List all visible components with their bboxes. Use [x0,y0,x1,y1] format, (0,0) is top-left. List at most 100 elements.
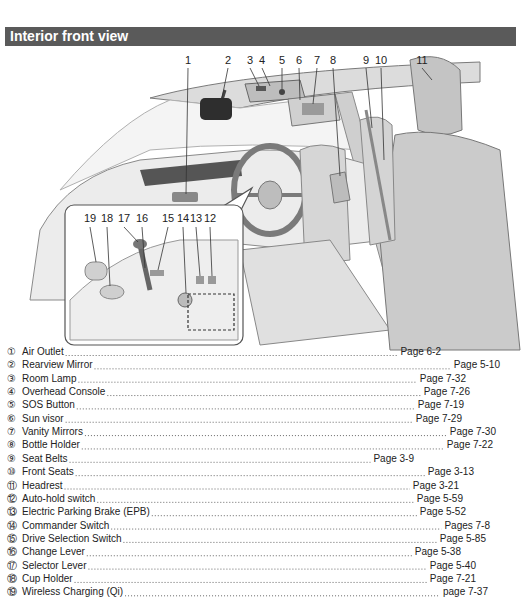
leader-lines [90,68,432,293]
dot-leader [65,489,410,490]
part-name: Overhead Console [22,386,105,398]
item-number: ⑱ [7,573,17,585]
inset-commander [178,293,192,307]
rearview-mirror [200,98,232,120]
page-reference: Pages 7-8 [444,520,490,532]
inset-epb [196,276,204,284]
item-number: ⑬ [7,506,17,518]
dot-leader [125,595,440,596]
item-number: ⑯ [7,546,17,558]
item-number: ② [7,359,16,371]
callout-number: 18 [101,212,113,224]
page-reference: page 7-37 [443,586,488,598]
dot-leader [66,422,413,423]
page-reference: Page 7-26 [424,386,470,398]
item-number: ⑤ [7,399,16,411]
part-name: Change Lever [22,546,85,558]
callout-number: 2 [225,54,231,66]
dot-leader [70,462,371,463]
center-console [240,240,390,345]
callout-number: 4 [259,54,265,66]
part-name: Headrest [22,480,63,492]
dot-leader [123,542,436,543]
sos-button [279,89,285,95]
dot-leader [88,569,426,570]
item-number: ① [7,346,16,358]
part-name: Wireless Charging (Qi) [22,586,123,598]
callout-number: 19 [84,212,96,224]
page-reference: Page 7-19 [418,399,464,411]
part-name: Room Lamp [22,373,76,385]
item-number: ⑪ [7,480,17,492]
part-name: Vanity Mirrors [22,426,83,438]
part-name: Electric Parking Brake (EPB) [22,506,150,518]
seat-belt [366,110,390,240]
sun-visor [288,94,340,126]
page-title: Interior front view [10,28,128,45]
callout-number: 9 [363,54,369,66]
part-name: Drive Selection Switch [22,533,121,545]
page-reference: Page 7-32 [420,373,466,385]
part-name: Seat Belts [22,453,68,465]
callout-number: 16 [136,212,148,224]
callout-number: 10 [375,54,387,66]
item-number: ⑩ [7,466,16,478]
part-name: Auto-hold switch [22,493,95,505]
item-number: ⑫ [7,493,17,505]
display-screen [140,160,242,186]
inset-dashed-box [188,294,234,330]
dot-leader [97,502,413,503]
room-lamp [256,86,266,91]
page-reference: Page 5-40 [430,560,476,572]
part-name: Selector Lever [22,560,86,572]
callout-number: 13 [190,212,202,224]
callout-number: 6 [296,54,302,66]
item-number: ⑧ [7,439,16,451]
item-number: ④ [7,386,16,398]
page-reference: Page 5-85 [440,533,486,545]
dot-leader [87,555,412,556]
dot-leader [82,448,444,449]
callout-number: 15 [162,212,174,224]
dot-leader [77,408,415,409]
vanity-mirror [302,103,324,115]
item-number: ⑦ [7,426,16,438]
dot-leader [75,582,427,583]
bottle-holder [330,172,350,203]
seat-back-left [360,117,395,245]
item-number: ⑭ [7,520,17,532]
page-reference: Page 5-10 [454,359,500,371]
page-reference: Page 5-59 [417,493,463,505]
dot-leader [107,395,420,396]
page-reference: Page 3-9 [373,453,414,465]
callout-number: 17 [118,212,130,224]
page-reference: Page 7-22 [447,439,493,451]
dot-leader [152,515,417,516]
callout-number: 1 [185,54,191,66]
callout-number: 14 [177,212,189,224]
callout-number: 5 [279,54,285,66]
inset-frame [65,205,243,345]
callout-number: 7 [314,54,320,66]
inset-autohold [208,276,216,284]
part-name: Sun visor [22,413,64,425]
inset-wireless [85,262,107,280]
callout-number: 8 [330,54,336,66]
dot-leader [111,529,441,530]
part-name: Air Outlet [22,346,64,358]
dot-leader [76,475,425,476]
callout-number: 3 [247,54,253,66]
page-reference: Page 7-21 [430,573,476,585]
item-number: ⑨ [7,453,16,465]
inset-drive-switch [150,270,164,276]
part-name: Rearview Mirror [22,359,93,371]
dot-leader [78,382,416,383]
dot-leader [85,435,447,436]
dot-leader [95,368,451,369]
part-name: SOS Button [22,399,75,411]
item-number: ③ [7,373,16,385]
part-name: Bottle Holder [22,439,80,451]
part-name: Commander Switch [22,520,109,532]
front-seat [380,132,520,350]
air-outlet [172,192,198,202]
